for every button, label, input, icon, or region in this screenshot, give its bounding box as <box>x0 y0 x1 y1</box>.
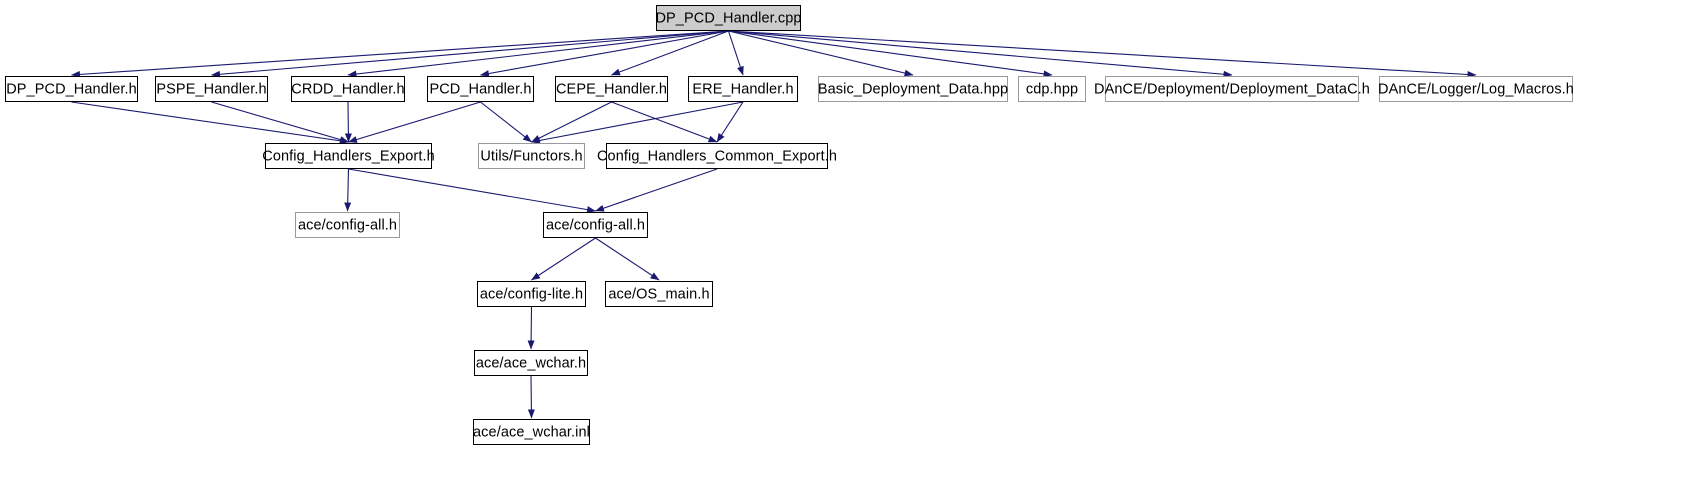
graph-edge <box>531 101 744 144</box>
graph-node[interactable]: ERE_Handler.h <box>688 76 798 102</box>
node-label: CRDD_Handler.h <box>291 81 405 98</box>
node-label: cdp.hpp <box>1025 81 1079 98</box>
graph-edge <box>531 237 596 281</box>
graph-edge <box>211 101 349 143</box>
graph-node[interactable]: ace/config-all.h <box>295 212 400 238</box>
graph-node[interactable]: ace/OS_main.h <box>605 281 713 307</box>
graph-edge <box>480 30 729 77</box>
graph-edge <box>595 237 660 281</box>
graph-edge <box>595 168 718 212</box>
node-label: ace/config-all.h <box>297 217 398 234</box>
node-label: ace/ace_wchar.h <box>475 355 587 372</box>
graph-edge <box>527 306 535 350</box>
graph-node[interactable]: CRDD_Handler.h <box>291 76 405 102</box>
node-label: DP_PCD_Handler.cpp <box>655 10 802 27</box>
graph-edge <box>71 101 349 145</box>
graph-node[interactable]: ace/ace_wchar.h <box>474 350 588 376</box>
graph-edge <box>348 168 596 214</box>
graph-edge <box>716 101 744 143</box>
node-label: Basic_Deployment_Data.hpp <box>817 81 1009 98</box>
graph-edge <box>71 30 729 78</box>
graph-node[interactable]: DP_PCD_Handler.h <box>5 76 138 102</box>
node-label: DP_PCD_Handler.h <box>6 81 137 98</box>
graph-node[interactable]: cdp.hpp <box>1018 76 1086 102</box>
graph-node[interactable]: PSPE_Handler.h <box>155 76 268 102</box>
graph-edge <box>344 168 352 212</box>
graph-edge <box>611 30 729 76</box>
graph-node[interactable]: Config_Handlers_Common_Export.h <box>597 143 837 169</box>
graph-node[interactable]: DAnCE/Deployment/Deployment_DataC.h <box>1094 76 1370 102</box>
graph-root-node[interactable]: DP_PCD_Handler.cpp <box>655 5 801 31</box>
graph-edge <box>527 375 535 419</box>
node-label: CEPE_Handler.h <box>555 81 668 98</box>
node-label: PCD_Handler.h <box>429 81 532 98</box>
graph-edge <box>728 30 914 77</box>
graph-node[interactable]: CEPE_Handler.h <box>555 76 668 102</box>
graph-node[interactable]: ace/config-lite.h <box>477 281 586 307</box>
graph-edge <box>727 30 744 76</box>
graph-node[interactable]: Utils/Functors.h <box>478 143 585 169</box>
graph-edge <box>728 30 1053 78</box>
graph-edge <box>531 101 612 143</box>
graph-edge <box>728 30 1233 78</box>
graph-edge <box>344 101 352 143</box>
graph-edge <box>211 30 729 78</box>
node-label: ace/OS_main.h <box>608 286 710 303</box>
node-label: DAnCE/Deployment/Deployment_DataC.h <box>1094 81 1370 98</box>
graph-edge <box>347 30 729 78</box>
graph-node[interactable]: Basic_Deployment_Data.hpp <box>818 76 1008 102</box>
graph-edge <box>611 101 718 143</box>
node-label: ace/config-lite.h <box>479 286 584 303</box>
node-label: ace/config-all.h <box>545 217 646 234</box>
graph-edge <box>348 101 481 143</box>
node-label: ace/ace_wchar.inl <box>473 424 590 441</box>
node-label: ERE_Handler.h <box>692 81 794 98</box>
graph-node[interactable]: Config_Handlers_Export.h <box>262 143 435 169</box>
node-label: Utils/Functors.h <box>480 148 583 165</box>
graph-node[interactable]: ace/config-all.h <box>543 212 648 238</box>
graph-edge <box>728 30 1477 78</box>
node-label: Config_Handlers_Common_Export.h <box>596 148 838 165</box>
graph-node[interactable]: DAnCE/Logger/Log_Macros.h <box>1378 76 1574 102</box>
graph-node[interactable]: ace/ace_wchar.inl <box>473 419 590 445</box>
node-label: Config_Handlers_Export.h <box>262 148 435 165</box>
graph-edge <box>480 101 532 143</box>
node-label: PSPE_Handler.h <box>156 81 267 98</box>
graph-node[interactable]: PCD_Handler.h <box>427 76 534 102</box>
node-label: DAnCE/Logger/Log_Macros.h <box>1378 81 1574 98</box>
